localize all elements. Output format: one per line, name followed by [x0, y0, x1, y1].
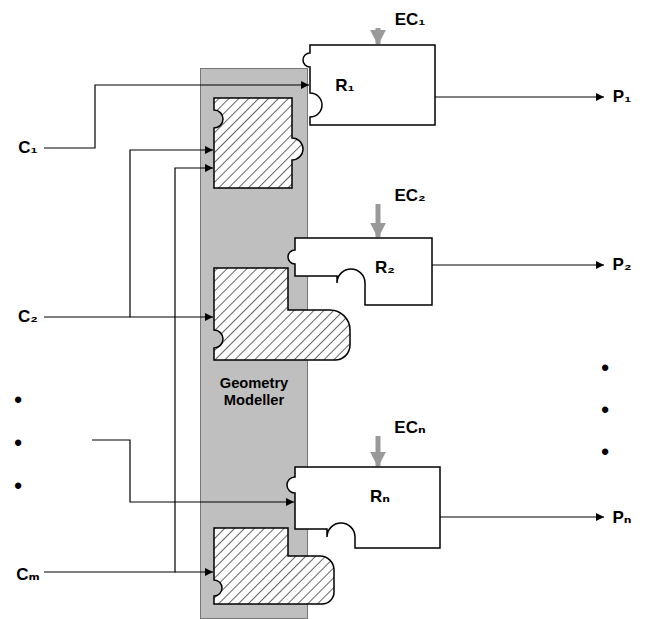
continuation-dot: • [601, 356, 609, 380]
signal-label: C₂ [18, 308, 38, 327]
piece-outline-path [303, 45, 435, 125]
signal-label: Cₘ [16, 566, 40, 585]
input-wire [44, 150, 213, 317]
input-wires [44, 85, 309, 572]
input-wire [44, 168, 213, 572]
continuation-dot: • [14, 431, 22, 455]
resource-piece: R₂ [285, 238, 432, 305]
signal-label: ECₙ [394, 419, 425, 438]
piece-outline [285, 467, 440, 548]
signal-label: P₁ [613, 88, 631, 107]
output-wire [432, 264, 604, 265]
resource-piece: R₁ [300, 45, 435, 125]
input-wire [175, 571, 213, 572]
output-wire [440, 516, 604, 517]
output-wire [435, 96, 604, 97]
signal-label: EC₂ [394, 187, 425, 206]
piece-outline [300, 45, 435, 125]
hatched-piece [214, 528, 334, 604]
hatched-piece [214, 268, 350, 360]
continuation-dot: • [601, 398, 609, 422]
piece-outline-path [287, 467, 440, 548]
condition-arrow [376, 28, 381, 44]
continuation-dot: • [601, 440, 609, 464]
input-wire [92, 440, 294, 502]
piece-outline [285, 238, 432, 305]
output-wires [432, 97, 604, 517]
band-title: Geometry Modeller [205, 375, 303, 409]
resource-piece: Rₙ [285, 467, 440, 548]
continuation-dot: • [14, 388, 22, 412]
condition-arrow [376, 436, 381, 466]
piece-name: Rₙ [370, 487, 390, 507]
continuation-dot: • [14, 474, 22, 498]
signal-label: P₂ [613, 256, 632, 275]
signal-label: Pₙ [612, 509, 631, 528]
input-wire [44, 85, 309, 148]
condition-arrow [376, 204, 381, 237]
signal-label: EC₁ [395, 11, 426, 30]
hatched-piece [214, 98, 303, 188]
piece-name: R₂ [375, 258, 395, 278]
input-wire [130, 316, 213, 317]
piece-outline-path [288, 238, 432, 305]
piece-name: R₁ [335, 76, 354, 96]
signal-label: C₁ [18, 139, 37, 158]
